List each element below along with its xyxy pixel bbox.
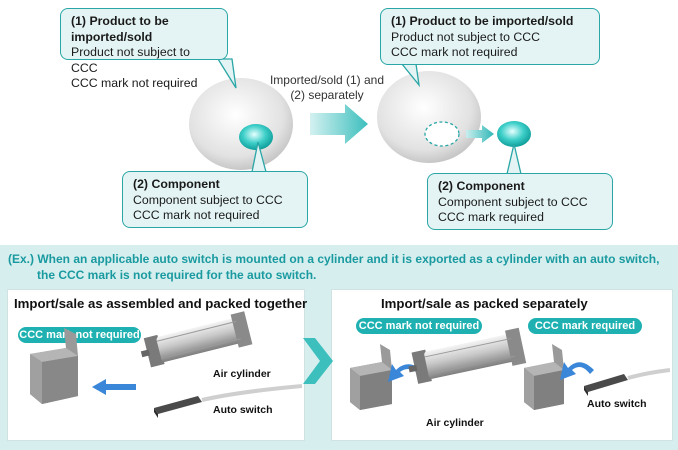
badge-not-required: CCC mark not required — [356, 318, 482, 334]
product-ellipse-left — [189, 78, 293, 170]
callout-line: CCC mark not required — [133, 208, 260, 222]
callout-right-component: (2) Component Component subject to CCC C… — [427, 173, 613, 230]
separate-illustration — [350, 327, 670, 410]
badge-not-required: CCC mark not required — [18, 327, 141, 343]
callout-right-product: (1) Product to be imported/sold Product … — [380, 8, 600, 65]
product-ellipse-right — [377, 71, 481, 163]
example-line: the CCC mark is not required for the aut… — [37, 267, 317, 282]
callout-line: CCC mark not required — [391, 45, 518, 59]
callout-left-product: (1) Product to be imported/sold Product … — [60, 8, 228, 90]
example-note: (Ex.) When an applicable auto switch is … — [8, 252, 672, 283]
callout-title: (2) Component — [133, 177, 220, 191]
callout-line: Product not subject to CCC — [71, 45, 190, 75]
air-cylinder-icon — [408, 327, 527, 384]
auto-switch-label: Auto switch — [587, 398, 647, 410]
pointer-right-component — [506, 143, 522, 175]
callout-line: Component subject to CCC — [438, 194, 588, 209]
callout-title: (1) Product to be imported/sold — [391, 14, 574, 28]
example-line: (Ex.) When an applicable auto switch is … — [8, 252, 660, 266]
air-cylinder-label: Air cylinder — [213, 368, 271, 380]
package-box-icon — [30, 328, 78, 404]
product-component-diagram — [189, 58, 531, 175]
pointer-left-product — [216, 58, 237, 89]
separate-note-line: Imported/sold (1) and — [269, 73, 385, 87]
air-cylinder-icon — [140, 311, 253, 368]
package-box-icon — [350, 344, 392, 410]
component-ellipse-left — [239, 124, 273, 150]
callout-line: Product not subject to CCC — [391, 29, 540, 44]
insert-arrow-icon — [92, 379, 136, 395]
assembled-illustration — [30, 311, 302, 418]
component-arrow — [466, 125, 494, 143]
callout-title: (2) Component — [438, 179, 525, 193]
component-slot-dashed — [424, 121, 460, 147]
callout-title: (1) Product to be imported/sold — [71, 14, 169, 44]
component-ellipse-right — [497, 121, 531, 147]
badge-required: CCC mark required — [528, 318, 642, 334]
separate-note-line: (2) separately — [290, 88, 364, 102]
callout-line: CCC mark required — [438, 210, 544, 224]
panel-separate-title: Import/sale as packed separately — [381, 296, 588, 311]
auto-switch-icon — [154, 384, 302, 418]
auto-switch-label: Auto switch — [213, 404, 273, 416]
panel-assembled-title: Import/sale as assembled and packed toge… — [14, 296, 308, 311]
panel-arrow — [303, 338, 333, 384]
callout-line: CCC mark not required — [71, 76, 198, 90]
callout-line: Component subject to CCC — [133, 192, 283, 207]
air-cylinder-label: Air cylinder — [426, 417, 484, 429]
auto-switch-icon — [584, 368, 670, 396]
separate-note: Imported/sold (1) and (2) separately — [262, 73, 392, 103]
separate-arrow — [310, 104, 368, 144]
insert-arrow-icon — [560, 362, 594, 380]
package-box-icon — [524, 344, 564, 410]
callout-left-component: (2) Component Component subject to CCC C… — [122, 171, 308, 228]
